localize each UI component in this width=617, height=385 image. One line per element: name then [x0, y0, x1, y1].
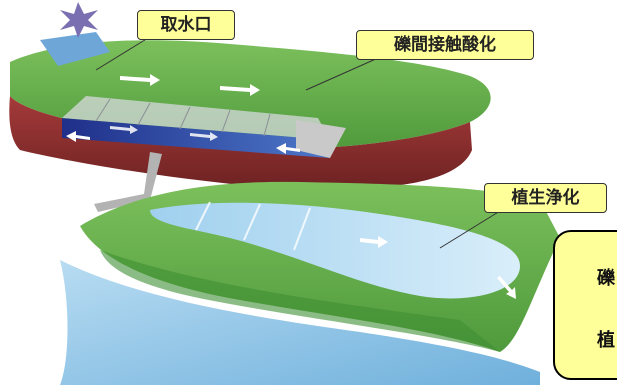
gravel-contact-oxidation-label: 礫間接触酸化: [356, 30, 534, 60]
upper-facility-block: [9, 2, 491, 212]
wetland-dividers: [195, 201, 311, 251]
side-panel-line-2: 植: [597, 330, 615, 351]
grate-lines: [95, 98, 271, 137]
wetland-pond: [150, 202, 520, 299]
leader-gravel: [305, 57, 379, 91]
wetland-flow-arrows: [360, 236, 516, 299]
river-bank-stripe: [100, 250, 500, 352]
transfer-pipe: [94, 152, 162, 212]
channel-flow-arrows: [110, 125, 218, 141]
intake-label: 取水口: [137, 10, 235, 40]
upper-soil-section: [9, 96, 472, 189]
lower-wetland-block: [60, 181, 560, 385]
leader-intake: [95, 37, 149, 71]
side-legend-panel: 礫 植: [553, 230, 617, 380]
river: [60, 260, 540, 385]
leader-plant: [439, 210, 501, 249]
intake-sparkle: [60, 2, 98, 38]
plant-purification-label: 植生浄化: [484, 183, 607, 213]
side-panel-line-1: 礫: [597, 268, 615, 289]
outlet-ramp: [296, 120, 346, 158]
callout-leaders: [95, 37, 501, 249]
upper-flow-arrows: [66, 74, 300, 154]
channel-grate: [62, 96, 330, 140]
intake-structure: [40, 32, 110, 66]
